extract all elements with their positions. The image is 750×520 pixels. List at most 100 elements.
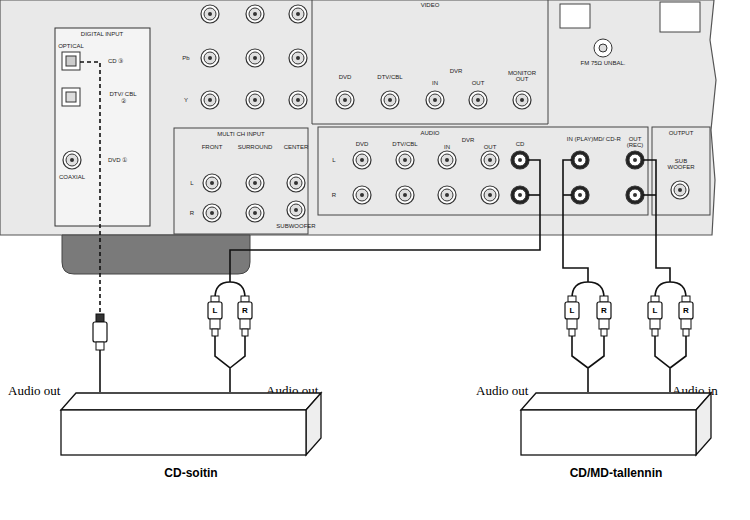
- jack-label: Pb: [182, 55, 189, 61]
- jack-label: Y: [184, 97, 188, 103]
- rca-jack: [674, 184, 686, 196]
- rca-jack: [626, 186, 644, 204]
- rca-jack: [201, 91, 219, 109]
- rca-jack: [429, 94, 441, 106]
- rca-jack: [246, 204, 264, 222]
- digital-input-panel: [55, 28, 150, 226]
- rca-jack: [210, 211, 214, 215]
- rca-jack: [290, 204, 302, 216]
- rca-jack: [396, 151, 414, 169]
- rca-jack: [481, 151, 499, 169]
- rca-jack: [63, 151, 81, 169]
- cable: [563, 160, 588, 282]
- rca-jack: [511, 186, 529, 204]
- jack-label: OUT: [472, 80, 485, 86]
- rca-jack: [518, 193, 522, 197]
- rca-jack: [339, 94, 351, 106]
- rca-jack: [571, 186, 589, 204]
- jack-label: OPTICAL: [58, 43, 84, 49]
- rca-plug: [679, 302, 693, 319]
- section-title: VIDEO: [421, 2, 440, 8]
- rca-jack: [574, 154, 586, 166]
- rca-jack: [438, 186, 456, 204]
- rca-jack: [518, 158, 522, 162]
- rca-jack: [208, 12, 212, 16]
- input-label: DTV/ CBL ②: [108, 91, 138, 104]
- channel-label: R: [190, 210, 194, 216]
- cable: [643, 194, 656, 196]
- rca-jack: [484, 154, 496, 166]
- jack-label: DVD: [356, 141, 369, 147]
- section-title: AUDIO: [420, 130, 439, 136]
- rca-plug: [241, 296, 249, 302]
- rca-jack: [488, 158, 492, 162]
- plug-letter: R: [242, 306, 248, 315]
- plug-letter: R: [601, 306, 607, 315]
- rca-jack: [356, 154, 368, 166]
- rca-jack: [336, 91, 354, 109]
- optical-plug: [96, 314, 104, 322]
- rca-jack: [249, 177, 261, 189]
- rca-plug: [600, 296, 608, 302]
- rca-jack: [289, 49, 307, 67]
- rca-jack: [574, 189, 586, 201]
- rca-jack: [671, 181, 689, 199]
- jack-label: MONITOR OUT: [507, 70, 537, 82]
- rca-jack: [484, 189, 496, 201]
- rca-jack: [678, 188, 682, 192]
- rca-jack: [438, 151, 456, 169]
- rca-jack: [208, 56, 212, 60]
- rca-plug: [601, 329, 607, 336]
- rca-jack: [294, 208, 298, 212]
- receiver-foot: [62, 235, 250, 274]
- rca-plug: [682, 296, 690, 302]
- rca-plug: [569, 329, 575, 336]
- rca-jack: [292, 94, 304, 106]
- rca-jack: [403, 193, 407, 197]
- rca-jack: [353, 151, 371, 169]
- rca-jack: [356, 189, 368, 201]
- connection-label: Audio out: [8, 383, 60, 399]
- rca-jack: [578, 158, 582, 162]
- rca-jack: [253, 98, 257, 102]
- rca-jack: [208, 98, 212, 102]
- optical-cable: [80, 62, 100, 318]
- rca-plug: [240, 319, 250, 329]
- rca-plug: [651, 296, 659, 302]
- rca-plug: [208, 302, 222, 319]
- optical-jack: [66, 92, 76, 102]
- rca-jack: [210, 181, 214, 185]
- rca-jack: [441, 189, 453, 201]
- rca-jack: [203, 174, 221, 192]
- rca-jack: [246, 91, 264, 109]
- rca-jack: [513, 91, 531, 109]
- rca-plug: [648, 302, 662, 319]
- jack-label: SUB WOOFER: [666, 158, 696, 170]
- jack-label: OUT (REC): [620, 136, 650, 148]
- rca-jack: [246, 49, 264, 67]
- video-frame: [312, 0, 548, 124]
- optical-plug: [93, 322, 107, 342]
- rca-jack: [516, 94, 528, 106]
- panel-terminal: [560, 4, 590, 28]
- device-front: [61, 410, 306, 455]
- rca-jack: [296, 98, 300, 102]
- rca-plug: [681, 319, 691, 329]
- rca-plug: [652, 329, 658, 336]
- rca-jack: [294, 181, 298, 185]
- audio-frame: [318, 127, 648, 215]
- rca-jack: [433, 98, 437, 102]
- jack-label: DTV/CBL: [377, 74, 402, 80]
- device-box: CD-soitin: [60, 392, 322, 456]
- rca-jack: [629, 189, 641, 201]
- rca-jack: [253, 211, 257, 215]
- rca-jack: [578, 193, 582, 197]
- input-label: CD ③: [108, 57, 123, 64]
- rca-jack: [481, 186, 499, 204]
- section-title: OUTPUT: [669, 130, 694, 136]
- rca-jack: [469, 91, 487, 109]
- rca-plug: [565, 302, 579, 319]
- rca-jack: [70, 158, 74, 162]
- cable: [563, 194, 572, 196]
- plug-letter: L: [653, 306, 658, 315]
